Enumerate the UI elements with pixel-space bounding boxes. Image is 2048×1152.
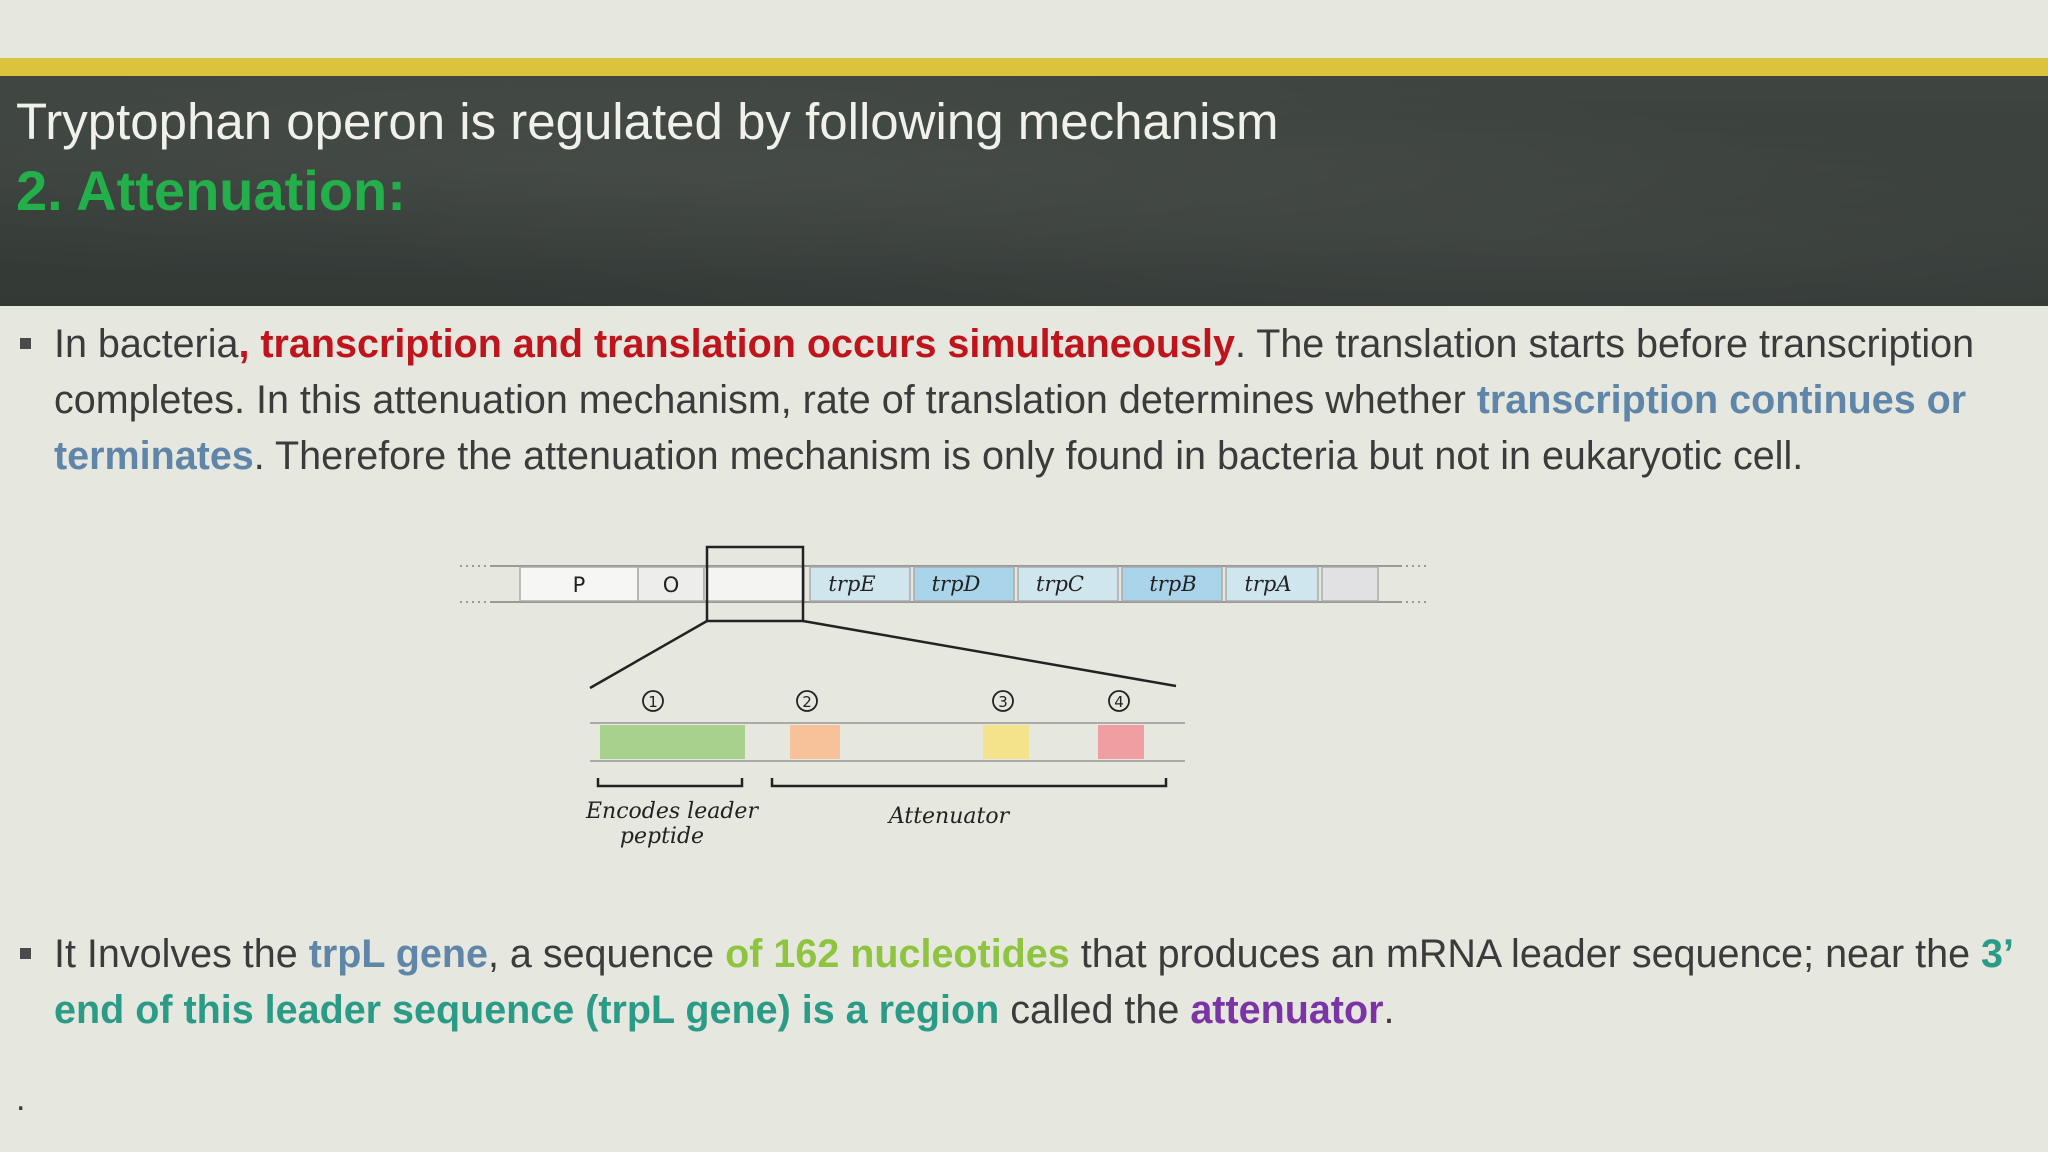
- trpD-box: [913, 566, 1015, 602]
- attenuator-label: Attenuator: [887, 804, 1011, 829]
- label-trpE: trpE: [828, 572, 875, 596]
- region-4-number: 4: [1114, 693, 1124, 711]
- bullet-square-icon: [20, 338, 31, 349]
- trpB-box: [1121, 566, 1223, 602]
- p2-text-4: called the: [999, 988, 1191, 1032]
- region-2-circle: [796, 690, 818, 712]
- region-2-box: [790, 725, 840, 759]
- slide-title: Tryptophan operon is regulated by follow…: [16, 93, 1279, 150]
- leader-box: [703, 566, 805, 602]
- leader-bracket: [596, 778, 744, 788]
- label-P: P: [573, 573, 586, 597]
- zoom-line-left: [589, 619, 708, 690]
- footer-dot: .: [16, 1080, 26, 1118]
- label-O: O: [663, 573, 680, 597]
- region-3-number: 3: [998, 693, 1008, 711]
- p1-text-1: In bacteria: [54, 322, 239, 366]
- p1-text-3: . Therefore the attenuation mechanism is…: [253, 434, 1804, 478]
- trailing-box: [1321, 566, 1379, 602]
- p1-highlight-simultaneous: , transcription and translation occurs s…: [238, 322, 1235, 366]
- trp-operon-diagram: P O trpE trpD trpC trpB trpA 1 2 3 4 Enc…: [460, 540, 1430, 860]
- p2-text-3: that produces an mRNA leader sequence; n…: [1069, 932, 1982, 976]
- p2-highlight-162: of 162 nucleotides: [725, 932, 1070, 976]
- paragraph-transcription-translation: In bacteria, transcription and translati…: [54, 316, 2014, 484]
- slide-subtitle: 2. Attenuation:: [16, 159, 406, 222]
- p2-text-2: , a sequence: [487, 932, 726, 976]
- p1-text-2: . The translation starts before transcri…: [54, 322, 1975, 422]
- top-band: [0, 0, 2048, 58]
- region-3-circle: [992, 690, 1014, 712]
- p2-highlight-3end: 3’ end of this leader sequence (trpL gen…: [54, 932, 2012, 1032]
- slide-header: Tryptophan operon is regulated by follow…: [0, 76, 2048, 306]
- paragraph-trpL-gene: It Involves the trpL gene, a sequence of…: [54, 926, 2029, 1038]
- trpE-box: [809, 566, 911, 602]
- operon-svg: P O trpE trpD trpC trpB trpA 1 2 3 4 Enc…: [460, 545, 1430, 849]
- region-4-box: [1098, 725, 1144, 759]
- region-1-box: [600, 725, 745, 759]
- label-trpB: trpB: [1149, 572, 1196, 596]
- trpC-box: [1017, 566, 1119, 602]
- region-3-box: [983, 725, 1029, 759]
- leader-label-line1: Encodes leader: [585, 799, 759, 824]
- promoter-box: [519, 566, 639, 602]
- attenuator-bracket: [770, 778, 1168, 788]
- p2-highlight-attenuator: attenuator: [1190, 988, 1384, 1032]
- label-trpC: trpC: [1036, 572, 1084, 596]
- p2-text-5: .: [1383, 988, 1395, 1032]
- leader-label-line2: peptide: [620, 824, 704, 849]
- label-trpD: trpD: [932, 572, 981, 596]
- label-trpA: trpA: [1244, 572, 1291, 596]
- p1-highlight-continues: transcription continues or terminates: [54, 378, 1967, 478]
- region-2-number: 2: [802, 693, 812, 711]
- region-1-circle: [642, 690, 664, 712]
- zoom-box: [705, 545, 805, 623]
- trpA-box: [1225, 566, 1319, 602]
- region-4-circle: [1108, 690, 1130, 712]
- p2-text-1: It Involves the: [54, 932, 309, 976]
- p2-highlight-trpL: trpL gene: [308, 932, 488, 976]
- bullet-square-icon: [20, 948, 31, 959]
- region-1-number: 1: [648, 693, 658, 711]
- accent-bar: [0, 58, 2048, 76]
- zoom-line-right: [802, 619, 1177, 688]
